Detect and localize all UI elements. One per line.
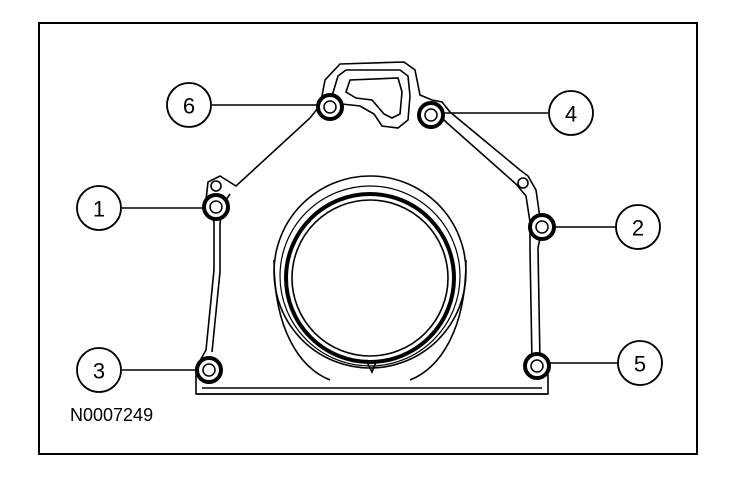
diagram-frame [38, 22, 698, 455]
bolt-hole-5 [523, 352, 551, 380]
seal-ring-2 [279, 185, 461, 367]
plate-inner-edge [202, 111, 542, 389]
seal-ring-3 [284, 192, 456, 364]
callout-circle-1 [76, 185, 122, 231]
bolt-hole-1 [202, 193, 230, 221]
bolt-hole-2 [528, 213, 556, 241]
leader-lines [122, 104, 618, 371]
bolt-hole-3 [195, 356, 223, 384]
callout-label-1: 1 [93, 197, 105, 222]
callout-circle-3 [76, 347, 122, 393]
bolt-hole-6 [316, 93, 344, 121]
callout-label-2: 2 [632, 216, 644, 241]
ear-hole-left [210, 180, 222, 192]
seal-inner-bore [291, 199, 449, 357]
callout-label-4: 4 [565, 102, 577, 127]
plate-outer-edge [195, 61, 549, 395]
callout-circle-2 [615, 204, 661, 250]
seal-housing-lines [273, 259, 467, 381]
seal-outer-ring [273, 175, 467, 369]
figure-id-label: N0007249 [70, 405, 154, 425]
callout-label-6: 6 [183, 94, 195, 119]
top-tab-inner [345, 77, 403, 119]
callout-label-5: 5 [634, 352, 646, 377]
bolt-holes [195, 93, 556, 384]
ear-hole-right [517, 177, 529, 189]
callout-label-3: 3 [93, 359, 105, 384]
callout-circle-4 [548, 90, 594, 136]
seal-notch [365, 359, 377, 374]
bolt-hole-4 [417, 101, 445, 129]
top-tab [331, 69, 411, 129]
retainer-plate-outline [195, 61, 549, 395]
callout-circle-6 [166, 82, 212, 128]
callout-circles [76, 82, 663, 393]
callout-circle-5 [617, 340, 663, 386]
callout-labels: 1 2 3 4 5 6 [93, 94, 646, 384]
